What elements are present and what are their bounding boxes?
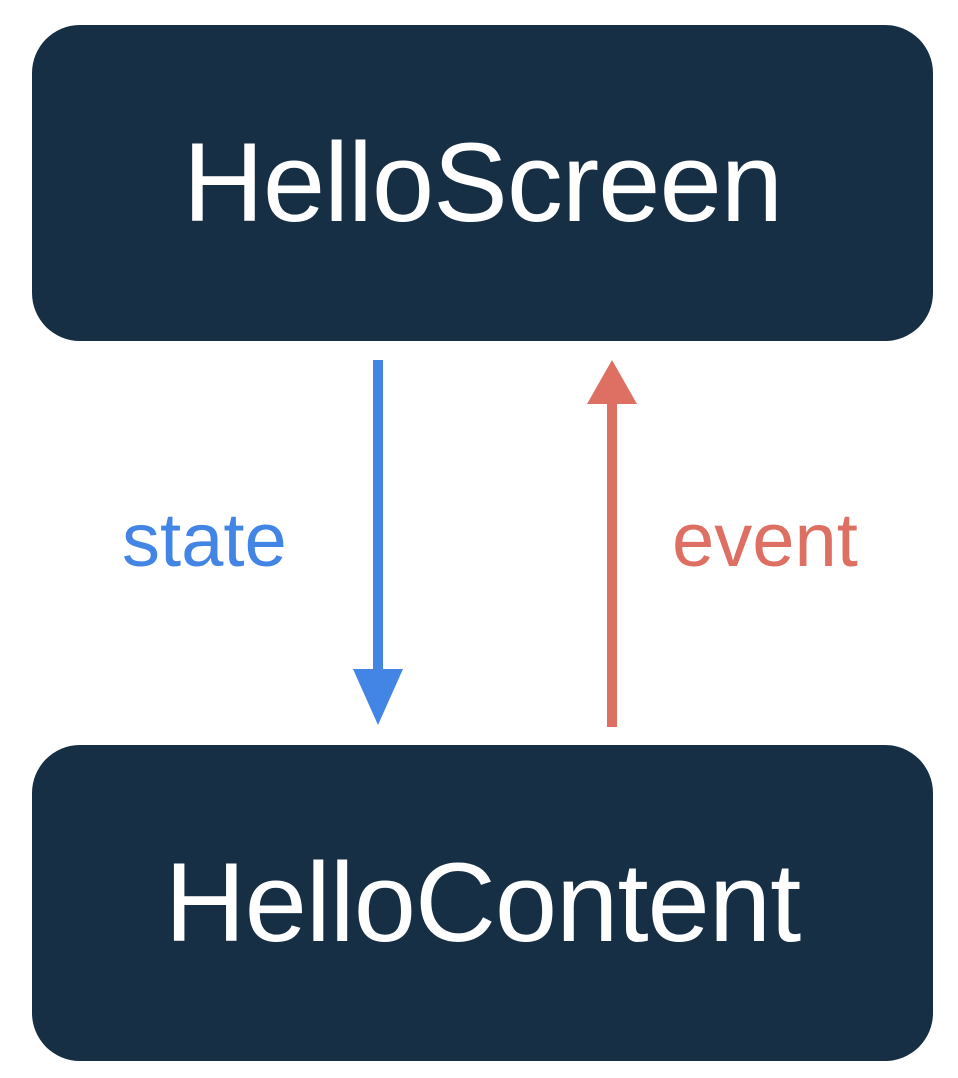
state-arrow-head [353,669,403,725]
event-arrow-shaft [607,404,617,727]
node-hello-screen[interactable]: HelloScreen [32,25,933,341]
node-hello-content-label: HelloContent [164,840,801,965]
state-arrow-shaft [373,360,383,669]
state-arrow [353,360,403,725]
node-hello-content[interactable]: HelloContent [32,745,933,1061]
edge-label-event: event [672,498,858,583]
edge-label-state: state [122,498,287,583]
node-hello-screen-label: HelloScreen [182,120,783,245]
event-arrow [587,360,637,727]
event-arrow-head [587,360,637,404]
